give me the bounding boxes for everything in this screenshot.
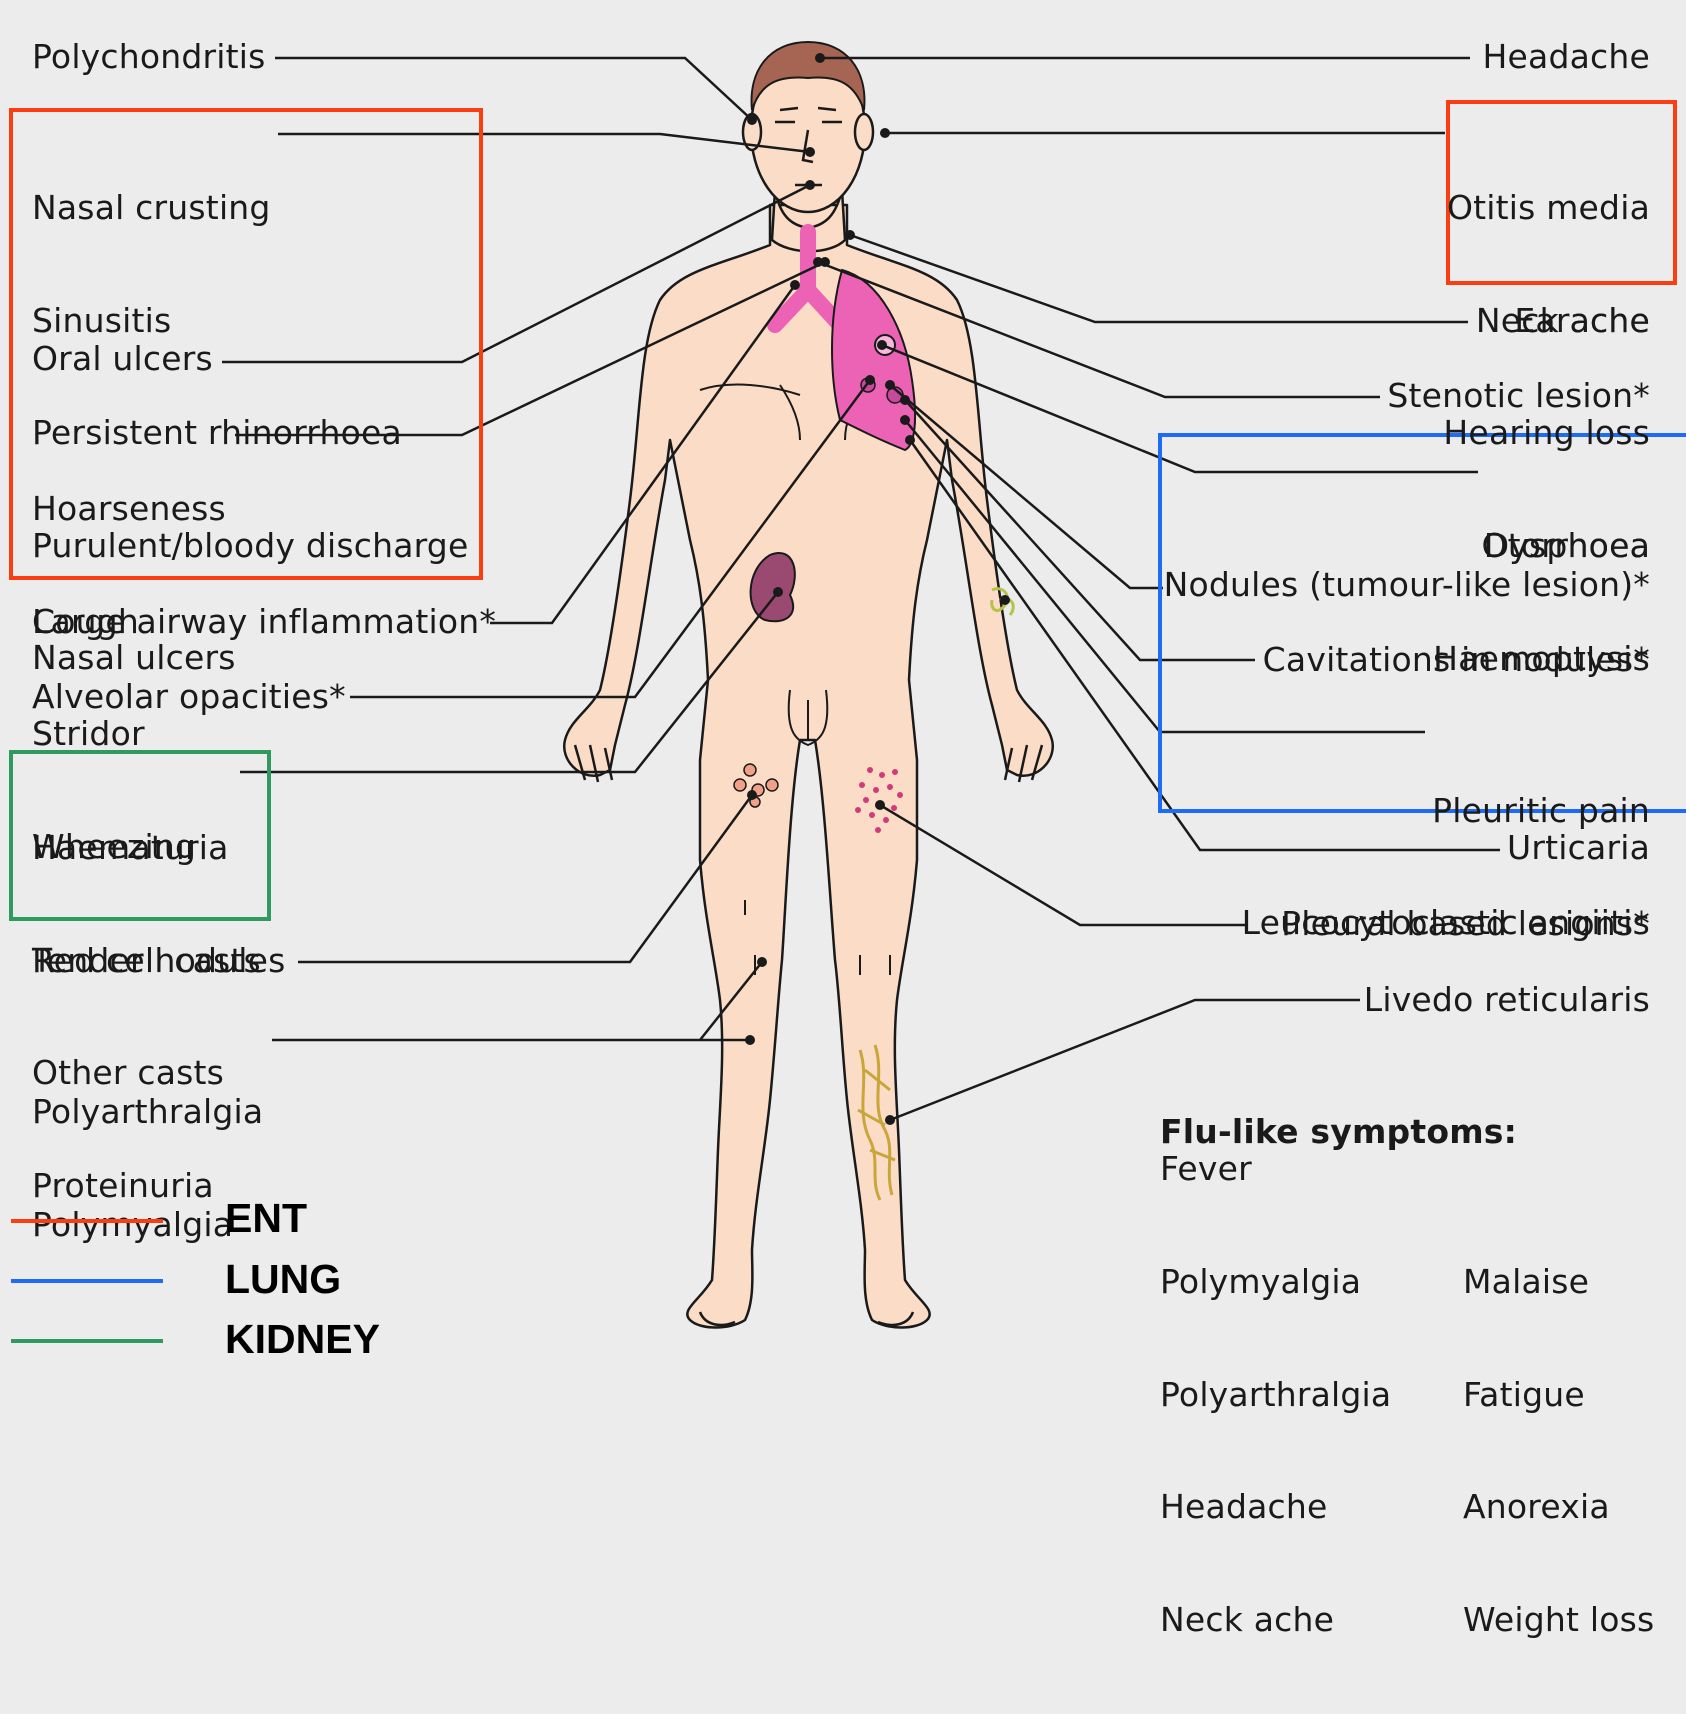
label-oral-ulcers: Oral ulcers	[32, 340, 213, 378]
label-stridor: Stridor	[32, 715, 226, 753]
label-large-airway: Large airway inflammation*	[32, 603, 496, 641]
pleural-symptoms: Pleuritic pain Pleural based lesions*	[1281, 717, 1650, 1017]
label-pleuritic-pain: Pleuritic pain	[1281, 792, 1650, 830]
label-sinusitis: Sinusitis	[32, 302, 468, 340]
label-urticaria: Urticaria	[1507, 829, 1650, 867]
label-nodules: Nodules (tumour-like lesion)*	[1164, 566, 1650, 604]
flu-fever: Fever	[1160, 1150, 1252, 1188]
label-polyarthralgia: Polyarthralgia	[32, 1093, 263, 1131]
flu-item: Weight loss	[1463, 1601, 1654, 1639]
legend-label-lung: LUNG	[225, 1256, 341, 1302]
label-hearing-loss: Hearing loss	[1443, 414, 1650, 452]
legend-label-ent: ENT	[225, 1195, 307, 1241]
label-hoarseness: Hoarseness	[32, 490, 226, 528]
diagram: Polychondritis Nasal crusting Sinusitis …	[0, 0, 1686, 1366]
label-haematuria: Haematuria	[32, 829, 261, 867]
flu-item: Polymyalgia	[1160, 1263, 1391, 1301]
label-otitis-media: Otitis media	[1443, 189, 1650, 227]
legend-line-lung	[11, 1279, 163, 1283]
label-cavitations: Cavitations in nodules*	[1263, 641, 1650, 679]
label-neck-ache: Neck ache	[1476, 302, 1650, 340]
legend-label-kidney: KIDNEY	[225, 1316, 380, 1362]
flu-column-1: Polymyalgia Polyarthralgia Headache Neck…	[1160, 1188, 1391, 1713]
legend-line-ent	[11, 1219, 163, 1223]
flu-item: Anorexia	[1463, 1488, 1654, 1526]
flu-column-2: Malaise Fatigue Anorexia Weight loss	[1463, 1188, 1654, 1713]
label-livedo: Livedo reticularis	[1364, 981, 1650, 1019]
label-nasal-crusting: Nasal crusting	[32, 189, 468, 227]
flu-item: Neck ache	[1160, 1601, 1391, 1639]
label-alveolar: Alveolar opacities*	[32, 678, 346, 716]
label-headache: Headache	[1483, 38, 1650, 76]
legend-line-kidney	[11, 1339, 163, 1343]
label-stenotic-lesion: Stenotic lesion*	[1387, 377, 1650, 415]
flu-item: Fatigue	[1463, 1376, 1654, 1414]
label-tender-nodules: Tender nodules	[32, 942, 286, 980]
flu-title: Flu-like symptoms:	[1160, 1113, 1517, 1151]
flu-item: Malaise	[1463, 1263, 1654, 1301]
label-leucocytoclastic: Leucocytoclastic angiitis	[1242, 904, 1650, 942]
label-polychondritis: Polychondritis	[32, 38, 266, 76]
flu-item: Polyarthralgia	[1160, 1376, 1391, 1414]
flu-item: Headache	[1160, 1488, 1391, 1526]
label-dyspnoea: Dyspnoea	[1433, 527, 1650, 565]
